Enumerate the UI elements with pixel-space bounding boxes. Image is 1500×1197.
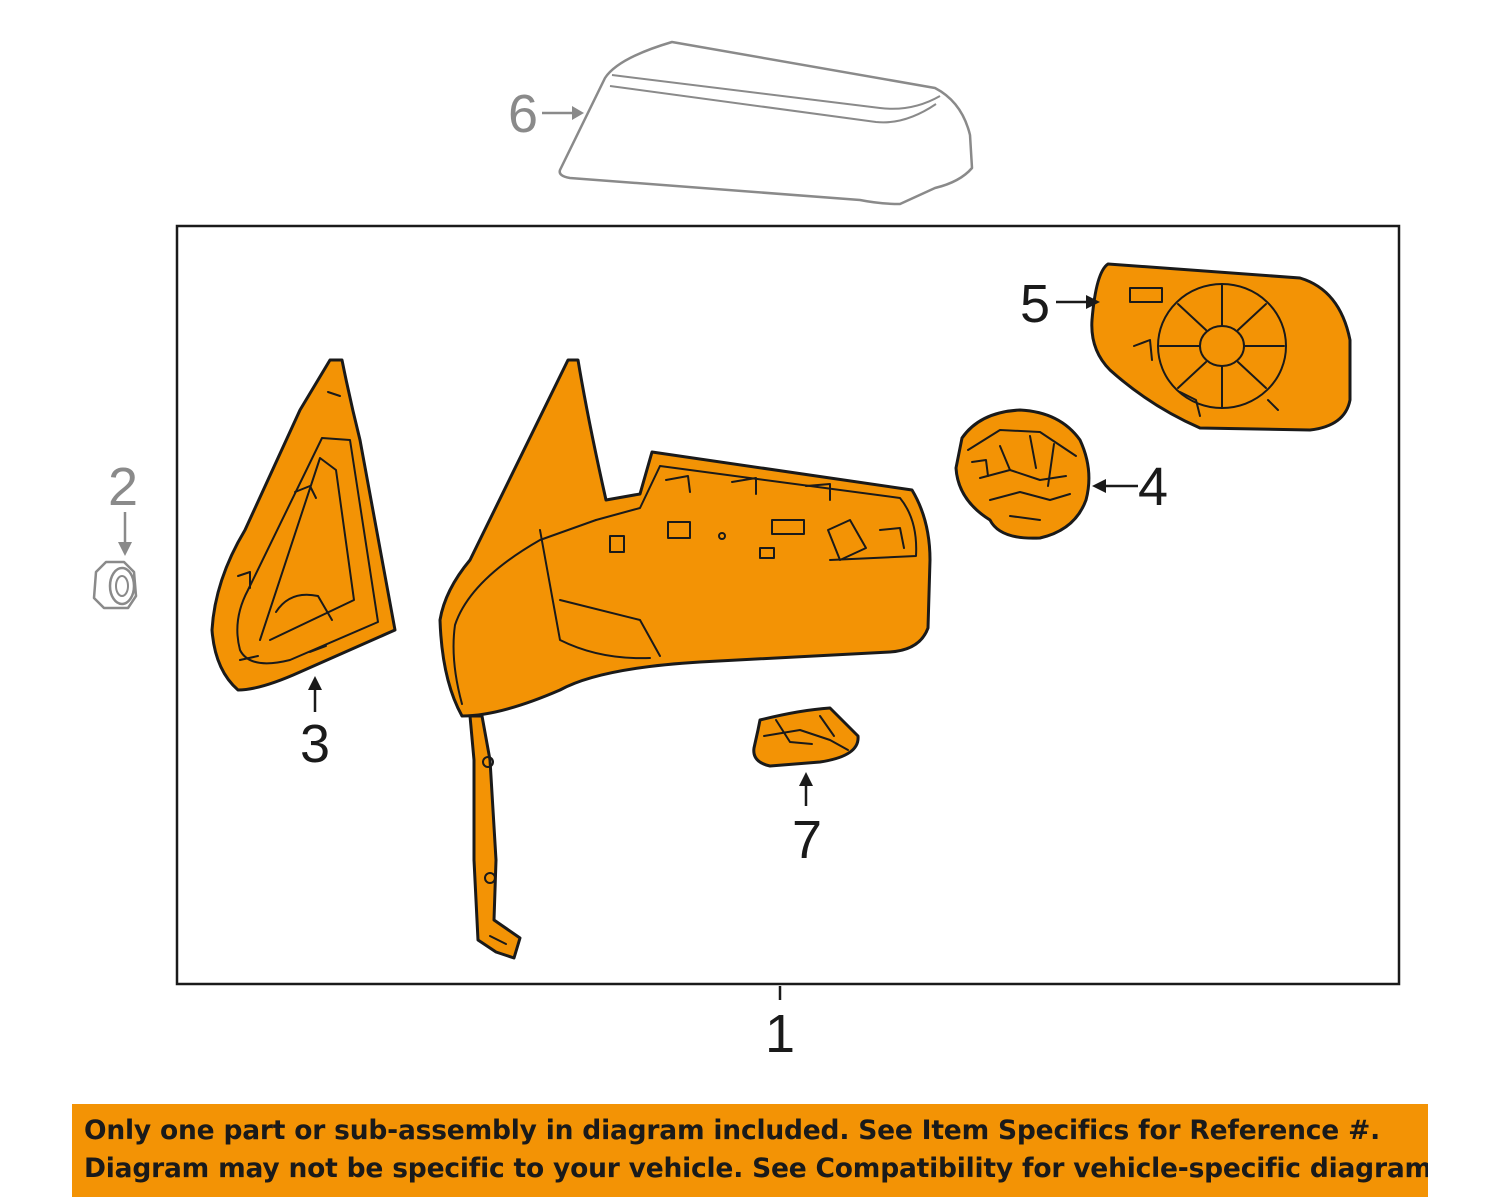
arrowhead-6 <box>572 106 584 120</box>
callout-5: 5 <box>1020 274 1050 334</box>
assembly-frame <box>175 224 1401 986</box>
notice-banner: Only one part or sub-assembly in diagram… <box>72 1104 1428 1197</box>
part-2-nut[interactable] <box>92 560 138 610</box>
callout-4: 4 <box>1138 457 1168 517</box>
callout-3: 3 <box>300 714 330 774</box>
arrowhead-2 <box>118 542 132 556</box>
callout-7: 7 <box>792 810 822 870</box>
notice-line-1: Only one part or sub-assembly in diagram… <box>84 1115 1380 1146</box>
arrowhead-5 <box>1086 295 1100 309</box>
arrowhead-7 <box>799 772 813 786</box>
part-5-mirror-glass[interactable] <box>1090 262 1352 432</box>
callout-6: 6 <box>508 84 538 144</box>
notice-line-2: Diagram may not be specific to your vehi… <box>84 1153 1428 1184</box>
part-7-bracket[interactable] <box>752 706 860 768</box>
arrowhead-3 <box>308 676 322 690</box>
part-3-sail-cover[interactable] <box>210 358 397 692</box>
part-1-mirror-assembly[interactable] <box>438 358 932 960</box>
part-4-actuator[interactable] <box>954 408 1091 540</box>
part-6-mirror-cap[interactable] <box>558 40 974 206</box>
arrowhead-4 <box>1092 479 1106 493</box>
callout-2: 2 <box>108 457 138 517</box>
callout-1: 1 <box>765 1004 795 1064</box>
